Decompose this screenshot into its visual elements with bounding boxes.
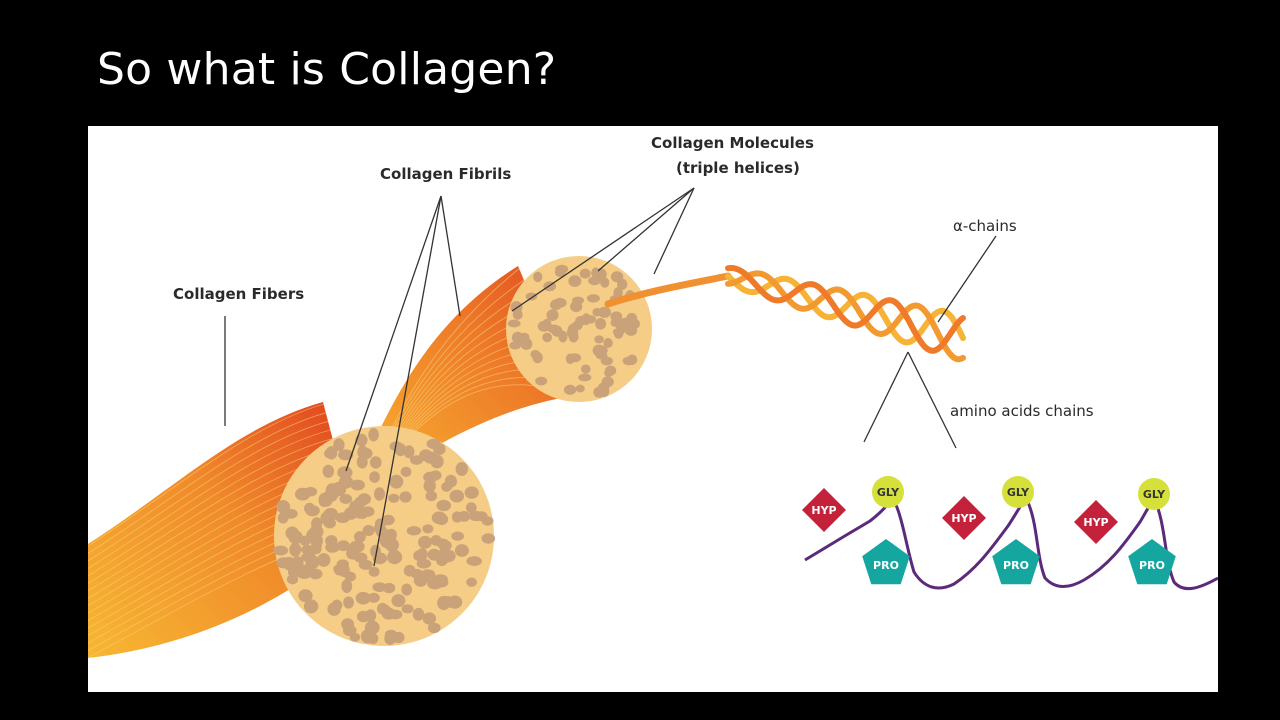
slide-title: So what is Collagen? xyxy=(97,44,557,95)
label-collagen-fibers: Collagen Fibers xyxy=(173,285,304,303)
gly-circle xyxy=(872,476,904,508)
label-triple-helices: (triple helices) xyxy=(676,159,800,177)
amino-acid-chain: HYP GLY PRO HYP GLY PRO HYP GLY PRO xyxy=(802,476,1218,591)
gly-label: GLY xyxy=(1007,486,1030,499)
leader-lines xyxy=(224,187,997,567)
pro-label: PRO xyxy=(873,559,899,572)
pro-pentagon xyxy=(1128,539,1176,585)
label-amino-acids-chains: amino acids chains xyxy=(950,402,1094,420)
pro-label: PRO xyxy=(1003,559,1029,572)
gly-label: GLY xyxy=(1143,488,1166,501)
label-collagen-molecules: Collagen Molecules xyxy=(651,134,814,152)
gly-circle xyxy=(1002,476,1034,508)
label-collagen-fibrils: Collagen Fibrils xyxy=(380,165,511,183)
collagen-molecule xyxy=(604,265,966,363)
hyp-label: HYP xyxy=(1083,516,1108,529)
collagen-diagram: Collagen Fibers Collagen Fibrils Collage… xyxy=(88,134,1218,659)
label-alpha-chains: α-chains xyxy=(953,217,1017,235)
gly-circle xyxy=(1138,478,1170,510)
hyp-diamond xyxy=(802,488,846,532)
fibril-cross-section xyxy=(506,256,652,402)
fiber-cross-section xyxy=(273,426,496,646)
hyp-diamond xyxy=(1074,500,1118,544)
pro-pentagon xyxy=(862,539,910,585)
gly-label: GLY xyxy=(877,486,900,499)
pro-label: PRO xyxy=(1139,559,1165,572)
pro-pentagon xyxy=(992,539,1040,585)
diagram-panel: Collagen Fibers Collagen Fibrils Collage… xyxy=(88,126,1218,692)
hyp-label: HYP xyxy=(951,512,976,525)
hyp-diamond xyxy=(942,496,986,540)
hyp-label: HYP xyxy=(811,504,836,517)
